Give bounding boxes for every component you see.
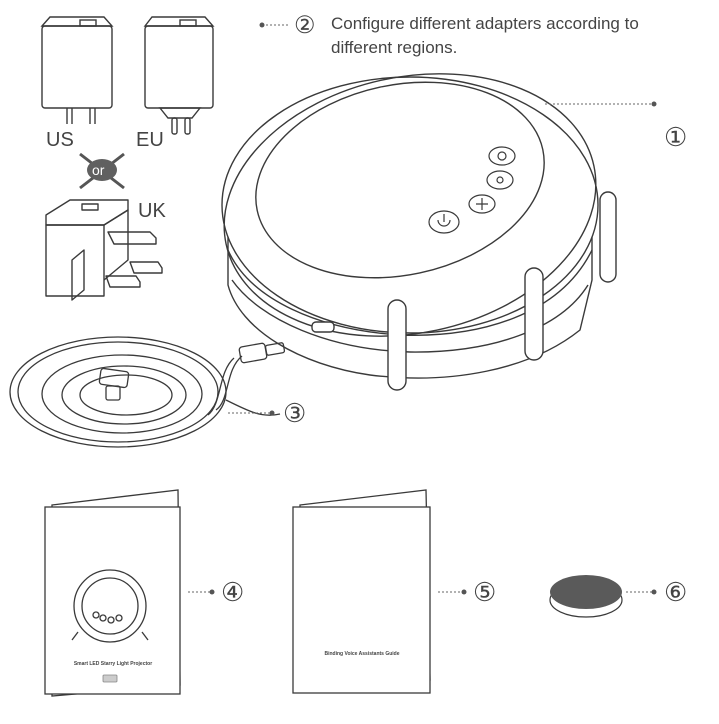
guide-title: Binding Voice Assistants Guide (324, 651, 399, 657)
rotate-button-icon (488, 146, 516, 166)
callout-6-dot (651, 589, 657, 595)
projector-buttons (428, 146, 516, 234)
usb-cable (9, 336, 286, 448)
eu-adapter (143, 16, 215, 135)
callout-5-dot (461, 589, 467, 595)
uk-label: UK (138, 200, 166, 222)
callout-4-dot (209, 589, 215, 595)
callout-3-number: ③ (283, 398, 306, 428)
callout-3-dot (269, 410, 275, 416)
us-adapter (40, 16, 114, 124)
or-label: or (92, 162, 105, 178)
voice-assistant-guide (292, 489, 431, 694)
user-manual (44, 489, 181, 697)
light-button-icon (486, 170, 514, 190)
uk-adapter (45, 199, 163, 301)
callout-2-number: ② (294, 12, 316, 39)
callout-2-text-line2: different regions. (331, 38, 457, 57)
callout-6-number: ⑥ (664, 577, 687, 607)
adhesive-pad (549, 575, 623, 618)
or-badge (79, 152, 125, 190)
callout-1-number: ① (664, 122, 687, 152)
power-button-icon (428, 210, 460, 234)
us-label: US (46, 129, 74, 151)
manual-title: Smart LED Starry Light Projector (74, 661, 152, 667)
projector-device (221, 73, 617, 391)
callout-4-number: ④ (221, 577, 244, 607)
callout-1-dot (651, 101, 657, 107)
star-button-icon (468, 194, 496, 214)
callout-2-dot (259, 22, 265, 28)
callout-5-number: ⑤ (473, 577, 496, 607)
eu-label: EU (136, 129, 164, 151)
callout-2-text-line1: Configure different adapters according t… (331, 14, 639, 33)
